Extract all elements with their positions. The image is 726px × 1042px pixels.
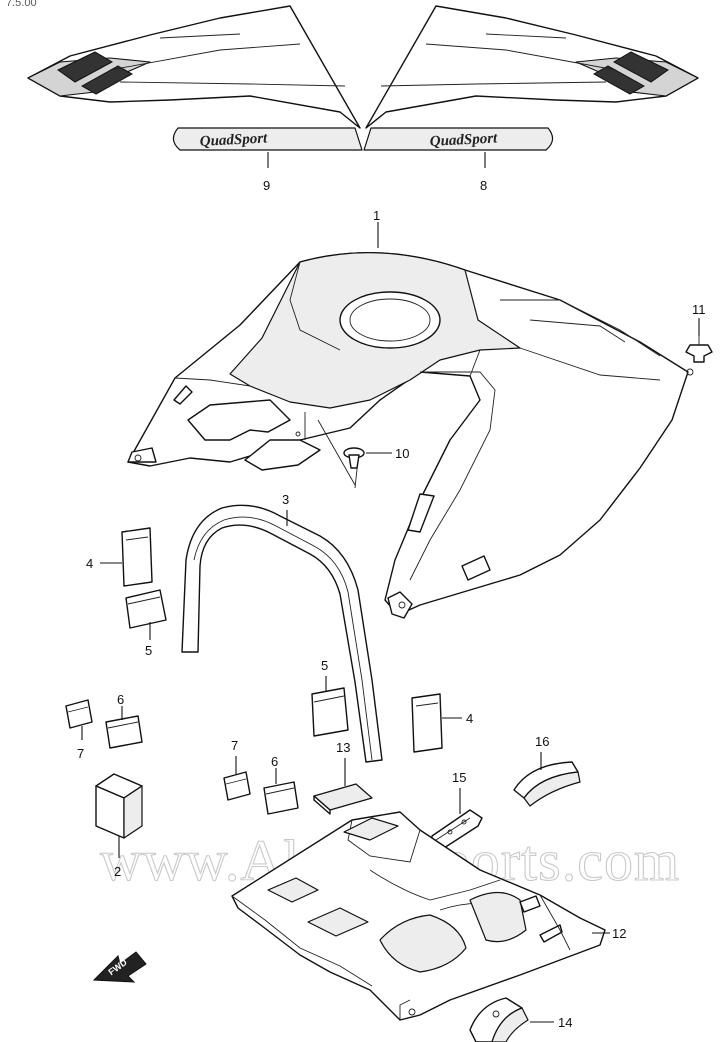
arch-pad-part-3 [181,504,383,763]
callout-7-center: 7 [231,738,238,753]
decal-brand-right: QuadSport [429,130,498,150]
cover-part-16 [513,761,581,807]
callout-6-center: 6 [271,754,278,769]
pad-part-7-left [65,699,93,729]
pad-part-13 [313,783,373,815]
callout-6-left: 6 [117,692,124,707]
callout-12: 12 [612,926,626,941]
cover-part-14 [469,997,529,1042]
pad-part-7-center [223,771,251,801]
pad-part-5-center [311,687,349,737]
decal-right-part-8 [363,5,699,151]
callout-8: 8 [480,178,487,193]
callout-4-left: 4 [86,556,93,571]
callout-16: 16 [535,734,549,749]
callout-7-left: 7 [77,746,84,761]
pad-part-6-center [263,781,299,815]
callout-10: 10 [395,446,409,461]
pad-part-6-left [105,715,143,749]
decal-left-part-9: QuadSport [27,5,363,151]
rear-fender-part-1 [127,251,694,619]
clip-part-11 [685,336,713,363]
callout-4-right: 4 [466,711,473,726]
pad-part-5-left [125,589,167,629]
forward-direction-arrow: FWD [92,951,147,983]
pad-part-4-left [121,527,153,587]
decal-brand-left: QuadSport [199,130,268,150]
callout-2: 2 [114,864,121,879]
block-part-2 [95,773,143,839]
floor-panel-part-12 [231,811,606,1021]
callout-1: 1 [373,208,380,223]
callout-13: 13 [336,740,350,755]
callout-15: 15 [452,770,466,785]
callout-9: 9 [263,178,270,193]
callout-11: 11 [692,302,706,317]
rivet-part-10 [343,447,365,469]
pad-part-4-right [411,693,443,753]
callout-14: 14 [558,1015,572,1030]
callout-3: 3 [282,492,289,507]
callout-5-center: 5 [321,658,328,673]
header-fragment: 7.5.00 [6,0,37,9]
callout-5-left: 5 [145,643,152,658]
